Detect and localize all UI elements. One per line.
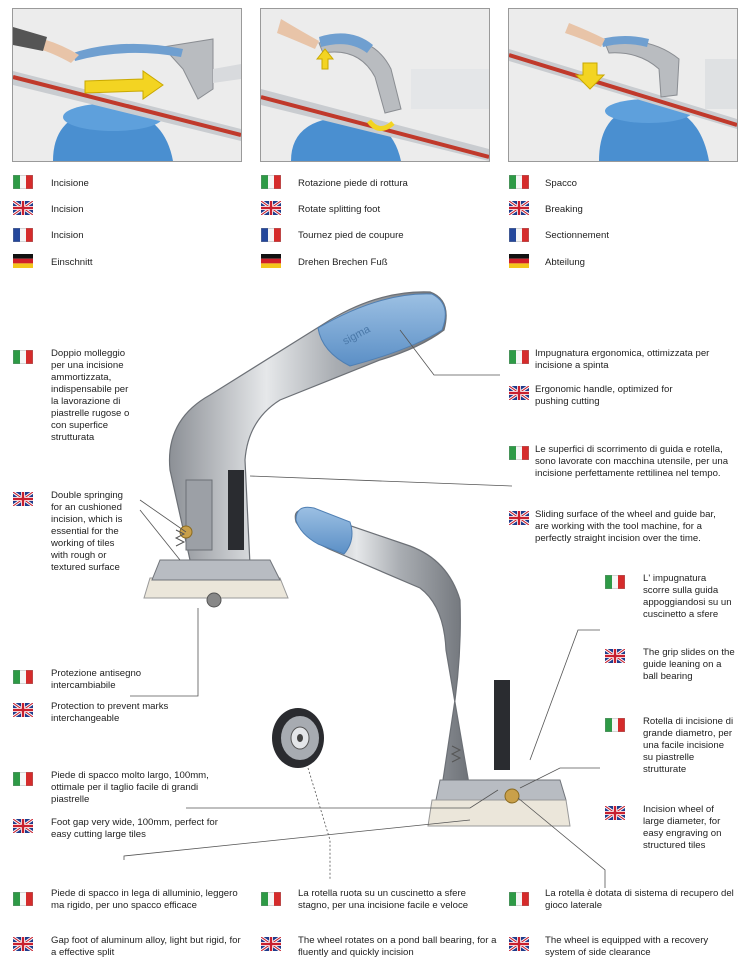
italy-flag-icon bbox=[13, 772, 33, 786]
sliding-desc-it: Le superfici di scorrimento di guida e r… bbox=[535, 444, 729, 479]
handle-desc-it: Impugnatura ergonomica, ottimizzata per … bbox=[535, 348, 710, 371]
breaking-step-photo bbox=[508, 8, 738, 162]
uk-flag-icon bbox=[605, 806, 625, 820]
recovery-desc-it: La rotella è dotata di sistema di recupe… bbox=[545, 888, 734, 911]
italy-flag-icon bbox=[605, 575, 625, 589]
uk-flag-icon bbox=[13, 819, 33, 833]
italy-flag-icon bbox=[509, 175, 529, 189]
double-spring-desc-it: Doppio molleggio per una incisione ammor… bbox=[51, 348, 130, 443]
wheel-desc-en: Incision wheel of large diameter, for ea… bbox=[643, 804, 722, 851]
step-1-label-it: Incisione bbox=[51, 178, 89, 189]
step-3-label-it: Spacco bbox=[545, 178, 577, 189]
wide-foot-desc-it: Piede di spacco molto largo, 100mm, otti… bbox=[51, 770, 209, 805]
step-2-label-fr: Tournez pied de coupure bbox=[298, 230, 404, 241]
italy-flag-icon bbox=[261, 892, 281, 906]
cutting-wheel-icon bbox=[272, 708, 324, 768]
uk-flag-icon bbox=[509, 386, 529, 400]
step-1-label-de: Einschnitt bbox=[51, 257, 93, 268]
rotate-foot-step-photo bbox=[260, 8, 490, 162]
uk-flag-icon bbox=[605, 649, 625, 663]
italy-flag-icon bbox=[509, 350, 529, 364]
scoring-step-photo bbox=[12, 8, 242, 162]
france-flag-icon bbox=[509, 228, 529, 242]
uk-flag-icon bbox=[261, 201, 281, 215]
italy-flag-icon bbox=[13, 175, 33, 189]
uk-flag-icon bbox=[13, 201, 33, 215]
uk-flag-icon bbox=[13, 937, 33, 951]
large-cutting-handle: sigma bbox=[143, 291, 447, 608]
handle-desc-en: Ergonomic handle, optimized for pushing … bbox=[535, 384, 673, 407]
protection-desc-it: Protezione antisegno intercambiabile bbox=[51, 668, 142, 691]
uk-flag-icon bbox=[13, 703, 33, 717]
step-2-label-de: Drehen Brechen Fuß bbox=[298, 257, 388, 268]
alu-foot-desc-it: Piede di spacco in lega di alluminio, le… bbox=[51, 888, 238, 911]
step-2-label-en: Rotate splitting foot bbox=[298, 204, 381, 215]
germany-flag-icon bbox=[261, 254, 281, 268]
step-1-label-fr: Incision bbox=[51, 230, 84, 241]
step-1-label-en: Incision bbox=[51, 204, 84, 215]
france-flag-icon bbox=[13, 228, 33, 242]
grip-desc-en: The grip slides on the guide leaning on … bbox=[643, 647, 735, 682]
wheel-desc-it: Rotella di incisione di grande diametro,… bbox=[643, 716, 734, 775]
step-2-label-it: Rotazione piede di rottura bbox=[298, 178, 408, 189]
step-3-label-fr: Sectionnement bbox=[545, 230, 609, 241]
step-3-label-de: Abteilung bbox=[545, 257, 586, 268]
italy-flag-icon bbox=[13, 670, 33, 684]
uk-flag-icon bbox=[509, 937, 529, 951]
bearing-desc-it: La rotella ruota su un cuscinetto a sfer… bbox=[298, 888, 469, 911]
italy-flag-icon bbox=[605, 718, 625, 732]
grip-desc-it: L' impugnatura scorre sulla guida appogg… bbox=[643, 573, 732, 620]
alu-foot-desc-en: Gap foot of aluminum alloy, light but ri… bbox=[51, 935, 241, 958]
recovery-desc-en: The wheel is equipped with a recovery sy… bbox=[545, 935, 709, 958]
sliding-desc-en: Sliding surface of the wheel and guide b… bbox=[535, 509, 716, 544]
italy-flag-icon bbox=[509, 892, 529, 906]
handle-brand-label: sigma bbox=[341, 323, 373, 348]
double-spring-desc-en: Double springing for an cushioned incisi… bbox=[51, 490, 123, 573]
uk-flag-icon bbox=[13, 492, 33, 506]
italy-flag-icon bbox=[13, 350, 33, 364]
small-cutting-handle bbox=[294, 506, 571, 827]
step-3-label-en: Breaking bbox=[545, 204, 583, 215]
uk-flag-icon bbox=[509, 511, 529, 525]
italy-flag-icon bbox=[509, 446, 529, 460]
uk-flag-icon bbox=[261, 937, 281, 951]
bearing-desc-en: The wheel rotates on a pond ball bearing… bbox=[298, 935, 497, 958]
germany-flag-icon bbox=[13, 254, 33, 268]
wide-foot-desc-en: Foot gap very wide, 100mm, perfect for e… bbox=[51, 817, 218, 840]
italy-flag-icon bbox=[261, 175, 281, 189]
italy-flag-icon bbox=[13, 892, 33, 906]
uk-flag-icon bbox=[509, 201, 529, 215]
germany-flag-icon bbox=[509, 254, 529, 268]
protection-desc-en: Protection to prevent marks interchangea… bbox=[51, 701, 169, 724]
france-flag-icon bbox=[261, 228, 281, 242]
